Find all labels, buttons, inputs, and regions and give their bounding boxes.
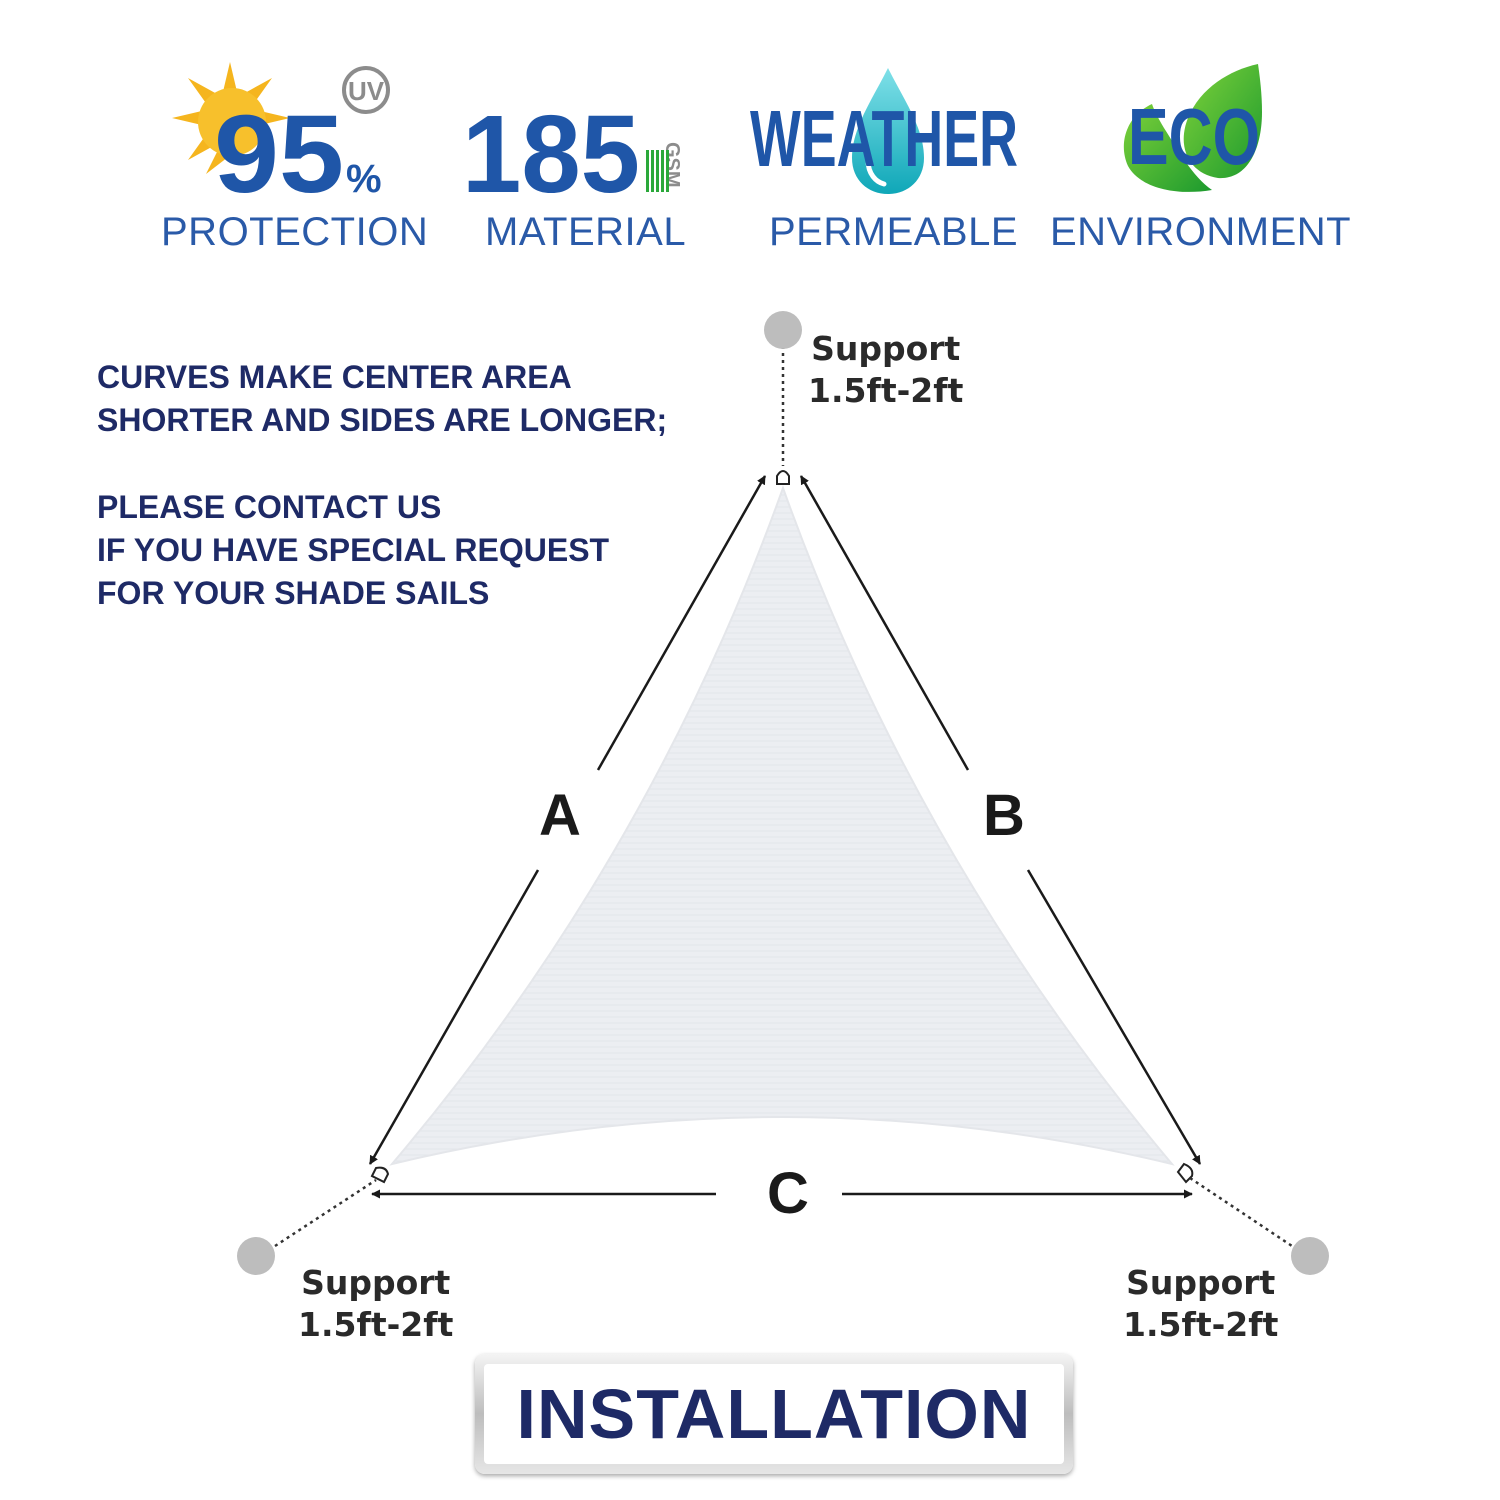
note-line: PLEASE CONTACT US xyxy=(97,489,442,525)
d-ring-left-icon xyxy=(370,1166,390,1184)
protection-label: PROTECTION xyxy=(161,210,429,254)
side-b-label: B xyxy=(983,783,1025,848)
fabric-bars-icon xyxy=(646,150,669,192)
side-b-arrow-upper xyxy=(799,475,970,771)
side-a-arrow-lower xyxy=(368,869,540,1165)
side-a-arrow-upper xyxy=(596,475,767,771)
support-label-line: Support xyxy=(301,1263,451,1302)
support-post-left xyxy=(237,1237,275,1275)
material-label: MATERIAL xyxy=(485,210,687,254)
uv-value-text: 95 xyxy=(214,93,344,216)
support-post-right xyxy=(1291,1237,1329,1275)
sun-icon xyxy=(172,62,290,174)
note-line: FOR YOUR SHADE SAILS xyxy=(97,575,490,611)
installation-banner: INSTALLATION xyxy=(475,1354,1073,1474)
uv-percent-text: % xyxy=(346,157,382,201)
support-label-line: Support xyxy=(1126,1263,1276,1302)
water-drop-icon xyxy=(852,68,924,194)
shade-sail-shape xyxy=(389,485,1175,1166)
installation-banner-inner: INSTALLATION xyxy=(484,1364,1064,1464)
permeable-label: PERMEABLE xyxy=(769,210,1019,254)
note-line: CURVES MAKE CENTER AREA xyxy=(97,359,572,395)
leaf-icon xyxy=(1123,64,1262,192)
d-ring-right-icon xyxy=(1176,1162,1194,1184)
note-line: IF YOU HAVE SPECIAL REQUEST xyxy=(97,532,610,568)
support-label-line: Support xyxy=(811,329,961,368)
feature-icons-row: 95 % UV 185 GSM WEATHER ECO xyxy=(172,62,1262,216)
support-line-right xyxy=(1189,1176,1293,1248)
eco-text: ECO xyxy=(1128,92,1260,181)
support-line-left xyxy=(274,1178,377,1248)
uv-badge-icon: UV xyxy=(342,66,390,114)
support-length-line: 1.5ft-2ft xyxy=(1123,1305,1279,1344)
support-label-top: Support 1.5ft-2ft xyxy=(808,328,963,412)
support-label-left: Support 1.5ft-2ft xyxy=(298,1262,453,1346)
svg-text:UV: UV xyxy=(348,76,385,106)
side-b-arrow-lower xyxy=(1026,869,1202,1165)
side-c-label: C xyxy=(767,1161,809,1226)
gsm-value-text: 185 xyxy=(462,93,640,216)
support-length-line: 1.5ft-2ft xyxy=(298,1305,454,1344)
note-line: SHORTER AND SIDES ARE LONGER; xyxy=(97,402,668,438)
support-length-line: 1.5ft-2ft xyxy=(808,371,964,410)
installation-title: INSTALLATION xyxy=(516,1375,1032,1453)
support-label-right: Support 1.5ft-2ft xyxy=(1123,1262,1278,1346)
weather-text: WEATHER xyxy=(750,94,1018,183)
side-a-label: A xyxy=(539,783,581,848)
environment-label: ENVIRONMENT xyxy=(1050,210,1352,254)
support-post-top xyxy=(764,311,802,349)
d-ring-top-icon xyxy=(776,470,790,485)
